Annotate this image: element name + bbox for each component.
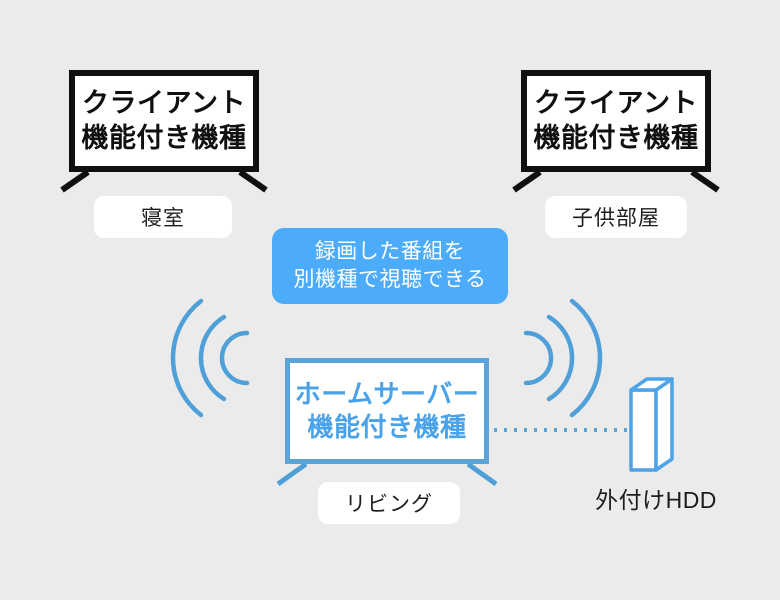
- bedroom-client-tv: クライアント 機能付き機種: [69, 70, 259, 172]
- callout-line1: 録画した番組を: [314, 240, 466, 264]
- callout-line2: 別機種で視聴できる: [293, 268, 487, 291]
- living-tv-title-line2: 機能付き機種: [307, 412, 467, 442]
- bedroom-tv-title-line1: クライアント: [82, 88, 246, 119]
- kids-tv-title-line2: 機能付き機種: [533, 123, 699, 153]
- kids-tv-stand-icon: [512, 169, 720, 193]
- living-home-server-tv: ホームサーバー 機能付き機種: [285, 358, 489, 464]
- living-room-label: リビング: [318, 482, 460, 524]
- wifi-arcs-right-icon: [523, 298, 603, 418]
- external-hdd-icon: [629, 377, 674, 472]
- living-tv-title-line1: ホームサーバー: [294, 378, 480, 409]
- feature-callout-box: 録画した番組を 別機種で視聴できる: [272, 228, 508, 304]
- bedroom-room-label: 寝室: [94, 196, 232, 238]
- bedroom-tv-title-line2: 機能付き機種: [81, 123, 247, 153]
- bedroom-tv-stand-icon: [60, 169, 268, 193]
- external-hdd-label: 外付けHDD: [595, 487, 717, 513]
- kids-room-label: 子供部屋: [545, 196, 687, 238]
- kids-client-tv: クライアント 機能付き機種: [521, 70, 711, 172]
- wifi-arcs-left-icon: [170, 298, 250, 418]
- kids-tv-title-line1: クライアント: [534, 88, 698, 119]
- living-tv-stand-icon: [276, 461, 498, 487]
